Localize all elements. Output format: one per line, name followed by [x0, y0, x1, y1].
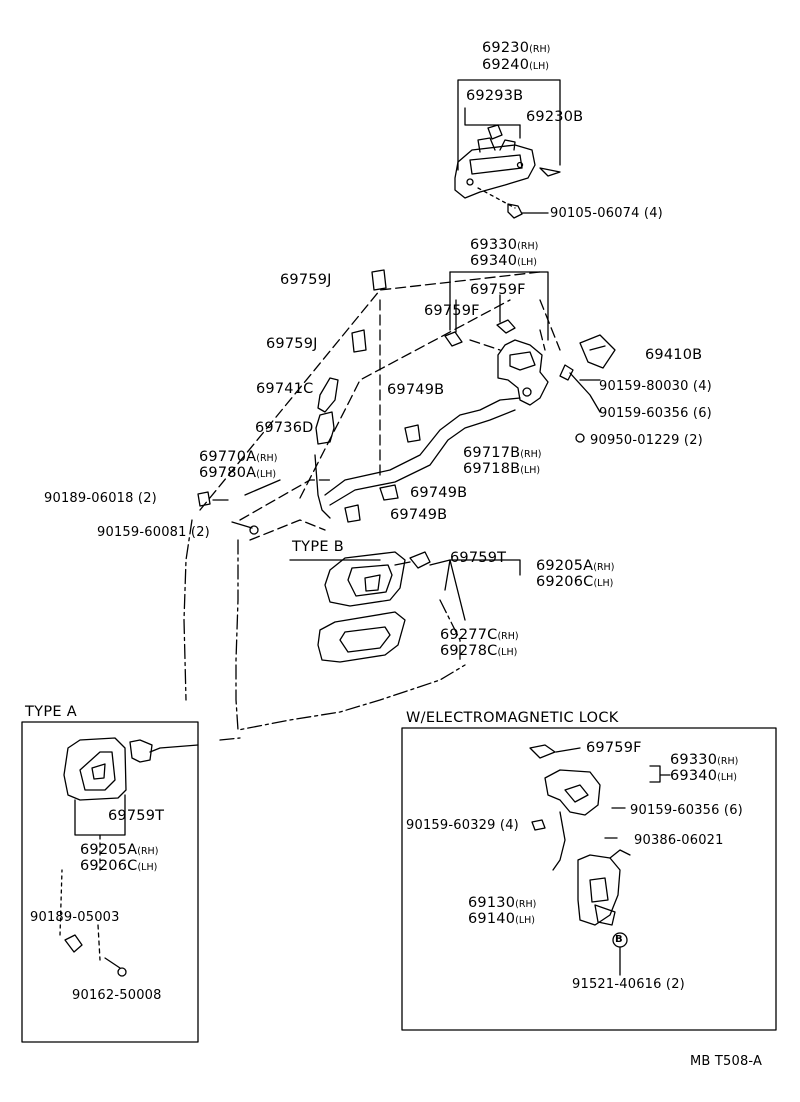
label-69277c-rh: 69277C(RH): [440, 627, 519, 643]
label-90159-60356: 90159-60356 (6): [599, 406, 712, 421]
label-69749b-c: 69749B: [390, 507, 448, 523]
door-outline: [183, 519, 466, 741]
label-69780a-lh: 69780A(LH): [199, 465, 277, 481]
label-e-90386-06021: 90386-06021: [634, 833, 724, 848]
part-69736d-drawing: [315, 411, 335, 445]
label-69759j-top: 69759J: [280, 272, 332, 288]
label-90105-06074: 90105-06074 (4): [550, 206, 663, 221]
label-69759f-b: 69759F: [424, 303, 480, 319]
label-69205a-b-rh: 69205A(RH): [536, 558, 615, 574]
label-90159-80030: 90159-80030 (4): [599, 379, 712, 394]
type-a-handle-drawing: [59, 737, 199, 977]
label-69759f-a: 69759F: [470, 282, 526, 298]
linkage-69717b-drawing: [324, 397, 521, 496]
label-90950-01229: 90950-01229 (2): [590, 433, 703, 448]
label-69717b-rh: 69717B(RH): [463, 445, 542, 461]
label-69340-lh: 69340(LH): [470, 253, 537, 269]
label-69205a-a-rh: 69205A(RH): [80, 842, 159, 858]
label-69278c-lh: 69278C(LH): [440, 643, 518, 659]
section-electromagnetic-lock: W/ELECTROMAGNETIC LOCK: [406, 710, 619, 726]
label-69759t-a: 69759T: [108, 808, 165, 824]
label-69230b: 69230B: [526, 109, 584, 125]
door-lock-group: [444, 271, 616, 443]
label-69759t-b: 69759T: [450, 550, 507, 566]
label-69206c-a-lh: 69206C(LH): [80, 858, 158, 874]
label-69330-rh: 69330(RH): [470, 237, 539, 253]
type-b-leader: [429, 559, 521, 621]
label-69206c-b-lh: 69206C(LH): [536, 574, 614, 590]
label-90162-50008: 90162-50008: [72, 988, 162, 1003]
outside-handle-group: [454, 79, 561, 219]
clip-69759j-top-drawing: [371, 269, 387, 291]
label-69410b: 69410B: [645, 347, 703, 363]
drawing-code: MB T508-A: [690, 1054, 763, 1069]
label-69749b-b: 69749B: [410, 485, 468, 501]
label-69759j-mid: 69759J: [266, 336, 318, 352]
label-69718b-lh: 69718B(LH): [463, 461, 541, 477]
label-e-91521-40616: 91521-40616 (2): [572, 977, 685, 992]
electromagnetic-frame: [401, 727, 777, 1031]
clip-69749b-a-drawing: [404, 424, 421, 443]
label-e-69330-rh: 69330(RH): [670, 752, 739, 768]
outside-handle-drawing: [454, 124, 536, 199]
assembly-lines: [199, 271, 561, 541]
label-69770a-rh: 69770A(RH): [199, 449, 278, 465]
label-e-69140-lh: 69140(LH): [468, 911, 535, 927]
label-69240-lh: 69240(LH): [482, 57, 549, 73]
label-e-69130-rh: 69130(RH): [468, 895, 537, 911]
label-90189-06018: 90189-06018 (2): [44, 491, 157, 506]
label-69749b-a: 69749B: [387, 382, 445, 398]
label-69736d: 69736D: [255, 420, 314, 436]
part-69741c-drawing: [317, 377, 339, 413]
label-69741c: 69741C: [256, 381, 314, 397]
section-type-b: TYPE B: [292, 539, 344, 555]
label-69293b: 69293B: [466, 88, 524, 104]
electromagnetic-drawing: [529, 744, 671, 976]
type-a-frame: [21, 721, 199, 1043]
clip-69749b-b-drawing: [379, 484, 399, 501]
section-type-a: TYPE A: [25, 704, 77, 720]
label-e-69340-lh: 69340(LH): [670, 768, 737, 784]
label-90159-60081: 90159-60081 (2): [97, 525, 210, 540]
label-90189-05003: 90189-05003: [30, 910, 120, 925]
rod-69770a-drawing: [314, 454, 331, 519]
type-b-handle-drawing: [289, 551, 431, 663]
label-e-69759f: 69759F: [586, 740, 642, 756]
label-e-90159-60329: 90159-60329 (4): [406, 818, 519, 833]
label-e-circle-b: B: [615, 934, 623, 945]
clip-69749b-c-drawing: [344, 504, 361, 523]
label-69230-rh: 69230(RH): [482, 40, 551, 56]
clip-69759j-mid-drawing: [351, 329, 367, 353]
label-e-90159-60356: 90159-60356 (6): [630, 803, 743, 818]
